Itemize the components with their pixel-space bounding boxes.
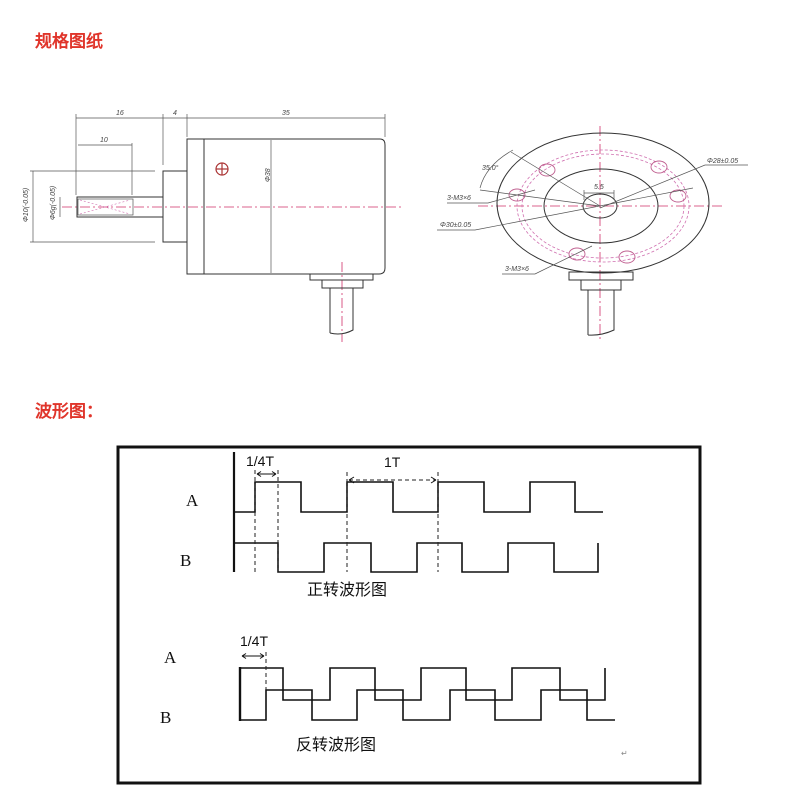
dim-flat: 5.5 bbox=[594, 184, 604, 191]
shaft bbox=[76, 196, 164, 218]
reverse-waveform-caption: 反转波形图 bbox=[296, 735, 376, 754]
reverse-waveform: 1/4T A B 反转波形图 ↵ bbox=[160, 633, 628, 758]
shaft-hub bbox=[582, 193, 618, 219]
dim-bolt-circle-30: Φ30±0.05 bbox=[440, 222, 471, 229]
dim-pilot-dia: Φ10(-0.05) bbox=[23, 188, 30, 222]
forward-period-label: 1T bbox=[384, 454, 401, 470]
flange-outline bbox=[496, 132, 710, 274]
dim-shaft-length: 16 bbox=[116, 110, 124, 117]
forward-channel-a-label: A bbox=[186, 491, 199, 510]
encoder-body bbox=[186, 138, 386, 275]
dim-pilot: 4 bbox=[173, 110, 177, 117]
waveform-heading: 波形图： bbox=[35, 402, 103, 422]
reverse-channel-a-label: A bbox=[164, 648, 177, 667]
return-mark: ↵ bbox=[621, 749, 628, 758]
dim-holes-lower: 3-M3×6 bbox=[505, 266, 529, 273]
reverse-channel-b-signal bbox=[240, 689, 615, 721]
dim-body: 35 bbox=[282, 110, 290, 117]
front-view-drawing: 35.0° 3-M3×6 Φ30±0.05 Φ28±0.05 5.5 3-M3×… bbox=[437, 126, 748, 342]
waveform-frame bbox=[116, 445, 702, 785]
cable bbox=[329, 288, 354, 335]
dim-body-dia: Φ38 bbox=[265, 168, 272, 182]
dim-flat: 10 bbox=[100, 137, 108, 144]
forward-waveform-caption: 正转波形图 bbox=[307, 580, 387, 599]
dim-shaft-dia: Φ6g(-0.05) bbox=[50, 186, 57, 220]
dim-angle: 35.0° bbox=[482, 164, 499, 172]
reverse-quarter-period-label: 1/4T bbox=[240, 633, 268, 649]
forward-channel-b-signal bbox=[234, 542, 599, 573]
cable bbox=[587, 290, 615, 336]
side-view-drawing: 16 4 35 10 Φ38 Φ10(-0.05) Φ6g(-0.05) bbox=[23, 110, 402, 342]
mounting-holes bbox=[508, 160, 687, 264]
reverse-channel-b-label: B bbox=[160, 708, 171, 727]
forward-channel-b-label: B bbox=[180, 551, 191, 570]
forward-quarter-period-label: 1/4T bbox=[246, 453, 274, 469]
spec-drawing-heading: 规格图纸 bbox=[35, 32, 103, 52]
dim-bolt-circle-28: Φ28±0.05 bbox=[707, 158, 738, 165]
forward-channel-a-signal bbox=[234, 481, 603, 513]
reverse-channel-a-signal bbox=[240, 667, 606, 701]
forward-waveform: 1/4T 1T A B 正转波形图 bbox=[180, 452, 603, 599]
dim-holes-upper: 3-M3×6 bbox=[447, 195, 471, 202]
pilot bbox=[162, 170, 188, 243]
